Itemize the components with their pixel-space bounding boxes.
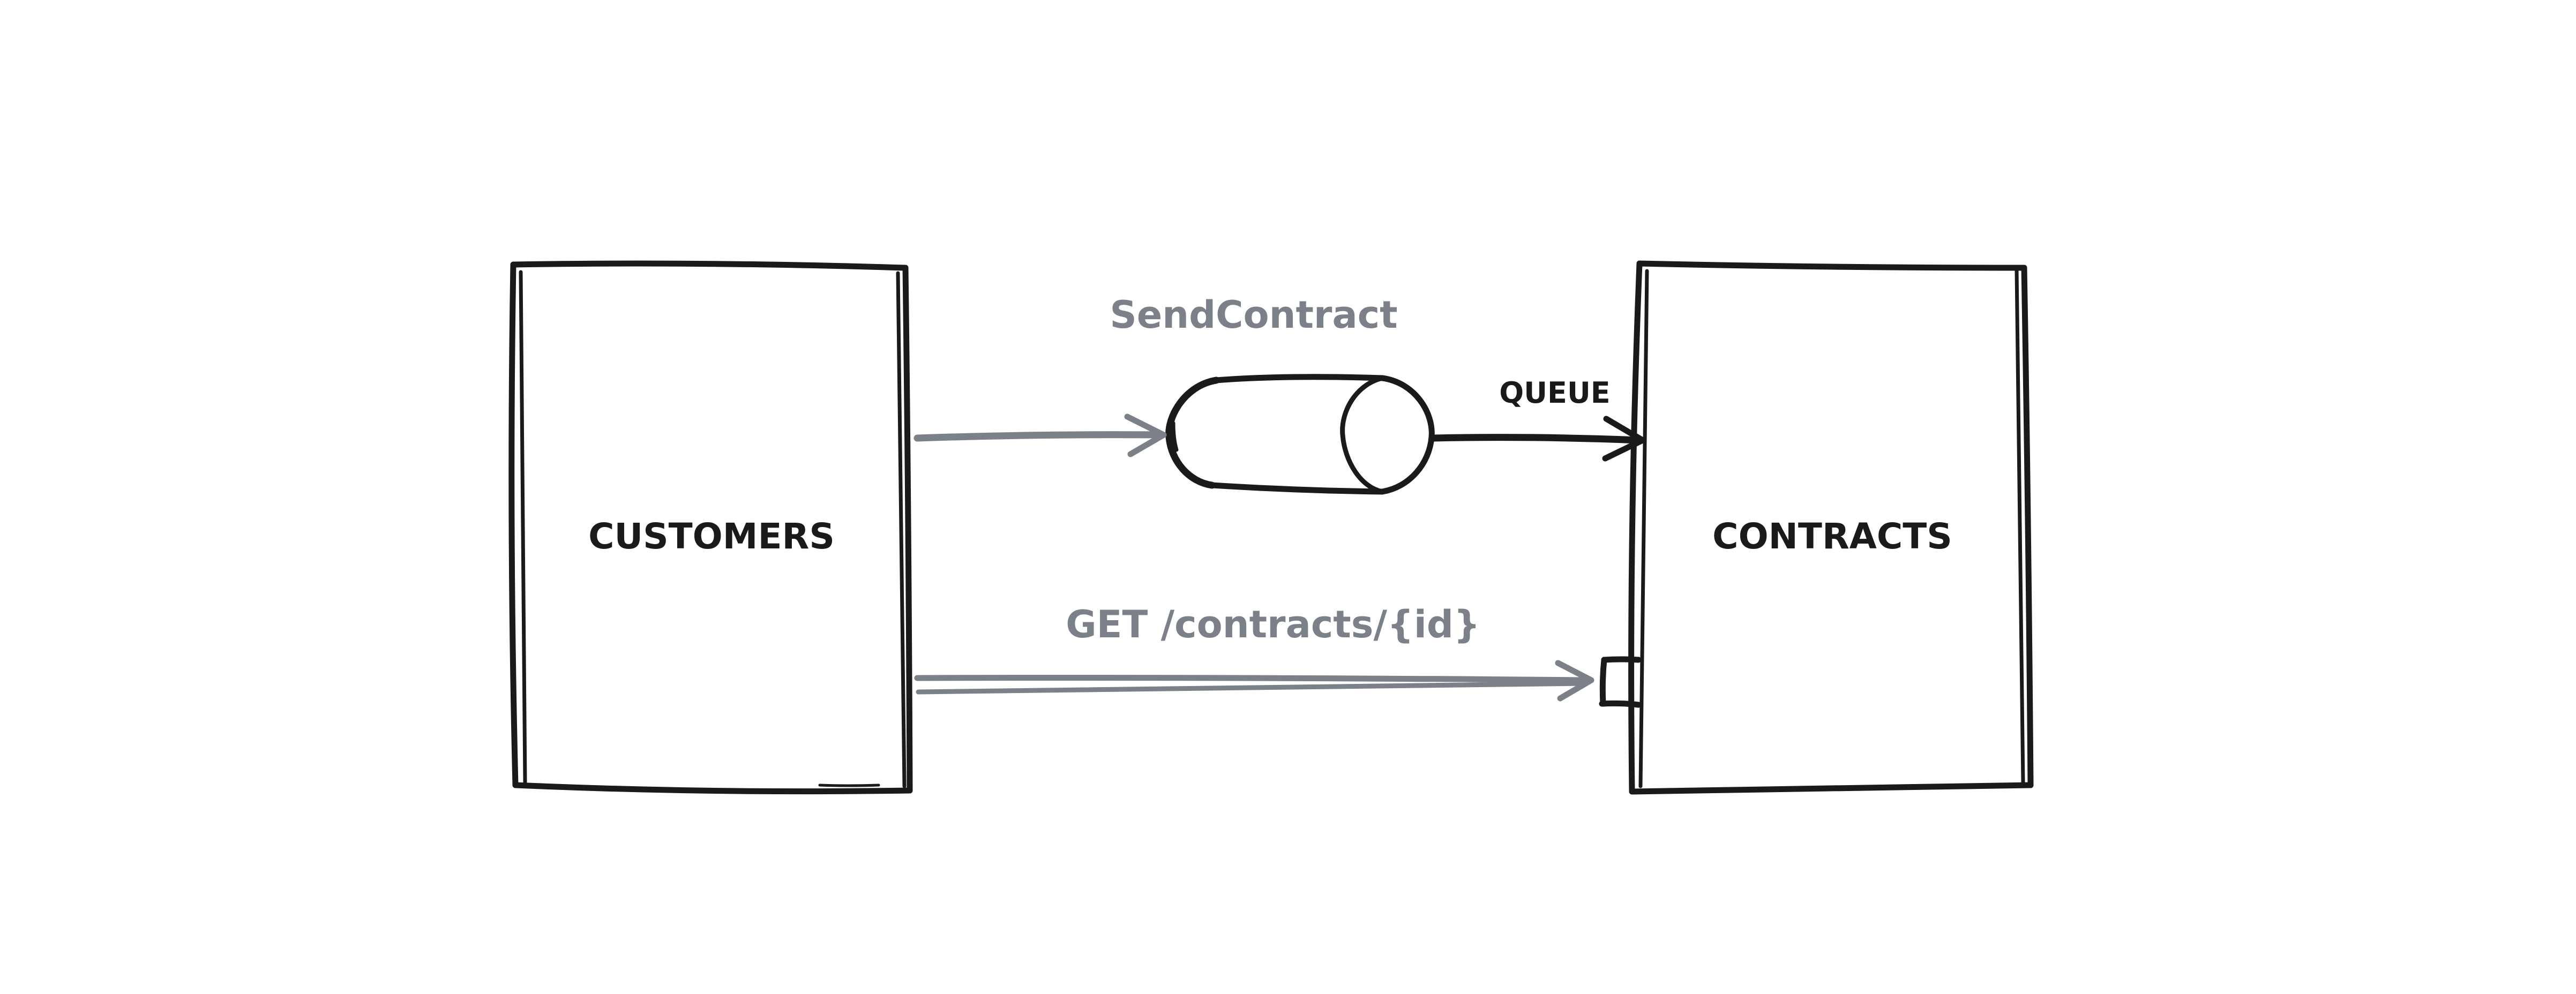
queue-name-label: SendContract [1110, 293, 1397, 337]
customers-to-queue-arrow [913, 413, 1167, 457]
customers-box[interactable]: CUSTOMERS [508, 260, 913, 795]
api-call-label: GET /contracts/{id} [1066, 603, 1480, 646]
customers-to-contracts-api-arrow [914, 660, 1594, 702]
contracts-label: CONTRACTS [1712, 516, 1952, 557]
queue-type-label: QUEUE [1499, 376, 1610, 410]
api-endpoint-port[interactable] [1599, 656, 1642, 708]
sendcontract-queue[interactable] [1165, 374, 1435, 495]
queue-to-contracts-arrow [1430, 416, 1646, 462]
contracts-box[interactable]: CONTRACTS [1628, 260, 2034, 795]
customers-label: CUSTOMERS [588, 516, 835, 557]
